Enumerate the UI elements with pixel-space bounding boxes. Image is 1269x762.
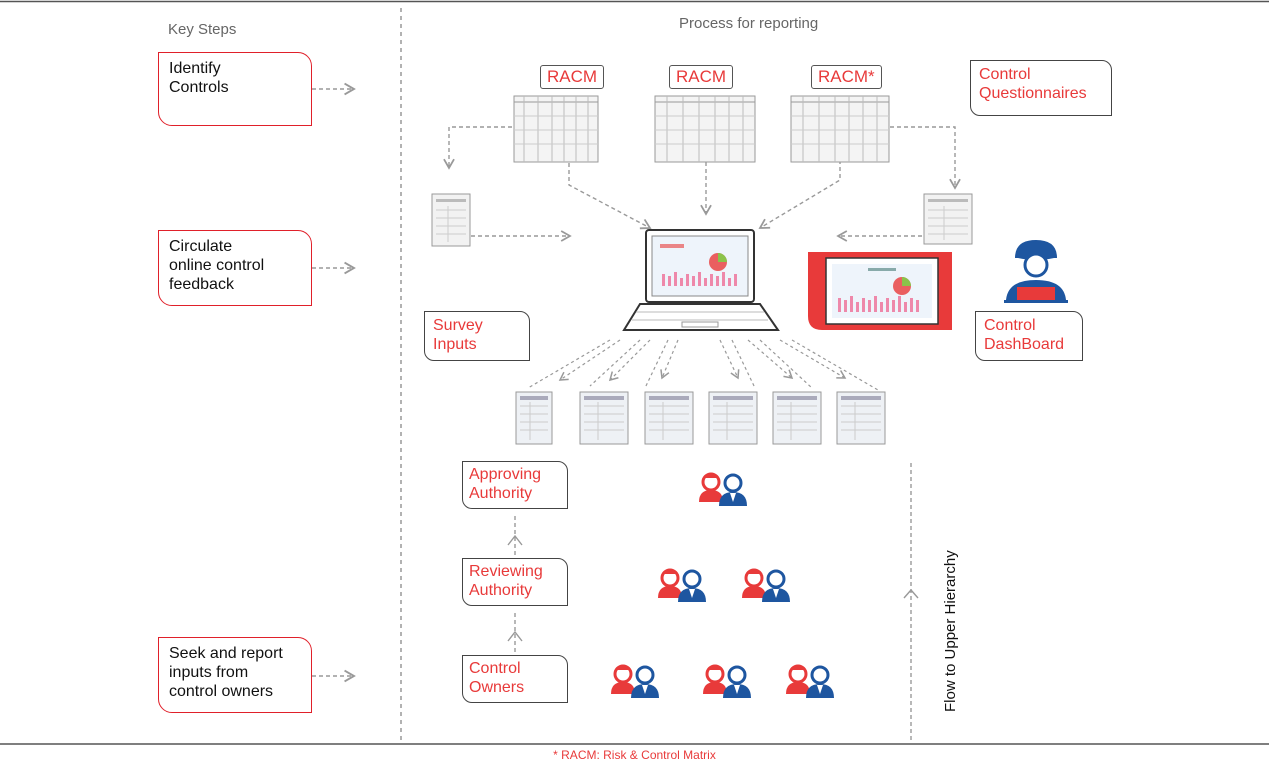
step-line: online control (169, 257, 265, 274)
control-questionnaires-label: Control Questionnaires (970, 60, 1112, 116)
role-line: Reviewing (469, 563, 543, 580)
process-header: Process for reporting (679, 15, 819, 32)
step-identify-controls: Identify Controls (158, 52, 312, 126)
user-pair-icon (703, 664, 751, 698)
tag-line: Control (984, 317, 1036, 334)
arrow-down-icon (758, 160, 841, 229)
step-line: Seek and report (169, 645, 283, 662)
control-dashboard-label: Control DashBoard (975, 311, 1083, 361)
arrow-down-icon (890, 126, 961, 190)
survey-inputs-label: Survey Inputs (424, 311, 530, 361)
approving-authority-label: Approving Authority (462, 461, 568, 509)
racm-label: RACM (540, 65, 605, 89)
footnote: * RACM: Risk & Control Matrix (553, 748, 716, 762)
document-icon (431, 193, 471, 247)
user-pair-icon (742, 568, 790, 602)
arrow-down-icon (568, 163, 652, 230)
tag-line: Questionnaires (979, 85, 1087, 102)
step-line: Controls (169, 79, 229, 96)
step-line: Identify (169, 60, 221, 77)
step-line: feedback (169, 276, 234, 293)
step-line: control owners (169, 683, 274, 700)
step-seek-report-inputs: Seek and report inputs from control owne… (158, 637, 312, 713)
step-circulate-feedback: Circulate online control feedback (158, 230, 312, 306)
step-line: Circulate (169, 238, 233, 255)
control-owners-label: Control Owners (462, 655, 568, 703)
key-steps-header: Key Steps (168, 21, 237, 38)
role-line: Owners (469, 679, 525, 696)
survey-docs (515, 391, 886, 445)
role-line: Approving (469, 466, 542, 483)
role-line: Authority (469, 485, 533, 502)
racm-sheets (513, 95, 890, 163)
tag-line: Control (979, 66, 1031, 83)
document-icon (923, 193, 973, 245)
role-line: Control (469, 660, 521, 677)
user-pair-icon (699, 472, 747, 506)
reviewing-authority-label: Reviewing Authority (462, 558, 568, 606)
tag-line: DashBoard (984, 336, 1065, 353)
arrow-down-icon (443, 126, 512, 170)
racm-label: RACM (669, 65, 734, 89)
user-at-desk-icon (1004, 240, 1068, 303)
racm-label: RACM* (811, 65, 882, 89)
user-pair-icon (786, 664, 834, 698)
user-pair-icon (658, 568, 706, 602)
laptop-icon (622, 229, 780, 331)
role-line: Authority (469, 582, 533, 599)
tag-line: Survey (433, 317, 483, 334)
tablet-icon (808, 252, 952, 330)
flow-upper-hierarchy-label: Flow to Upper Hierarchy (942, 550, 959, 712)
tag-line: Inputs (433, 336, 477, 353)
user-pair-icon (611, 664, 659, 698)
step-line: inputs from (169, 664, 249, 681)
